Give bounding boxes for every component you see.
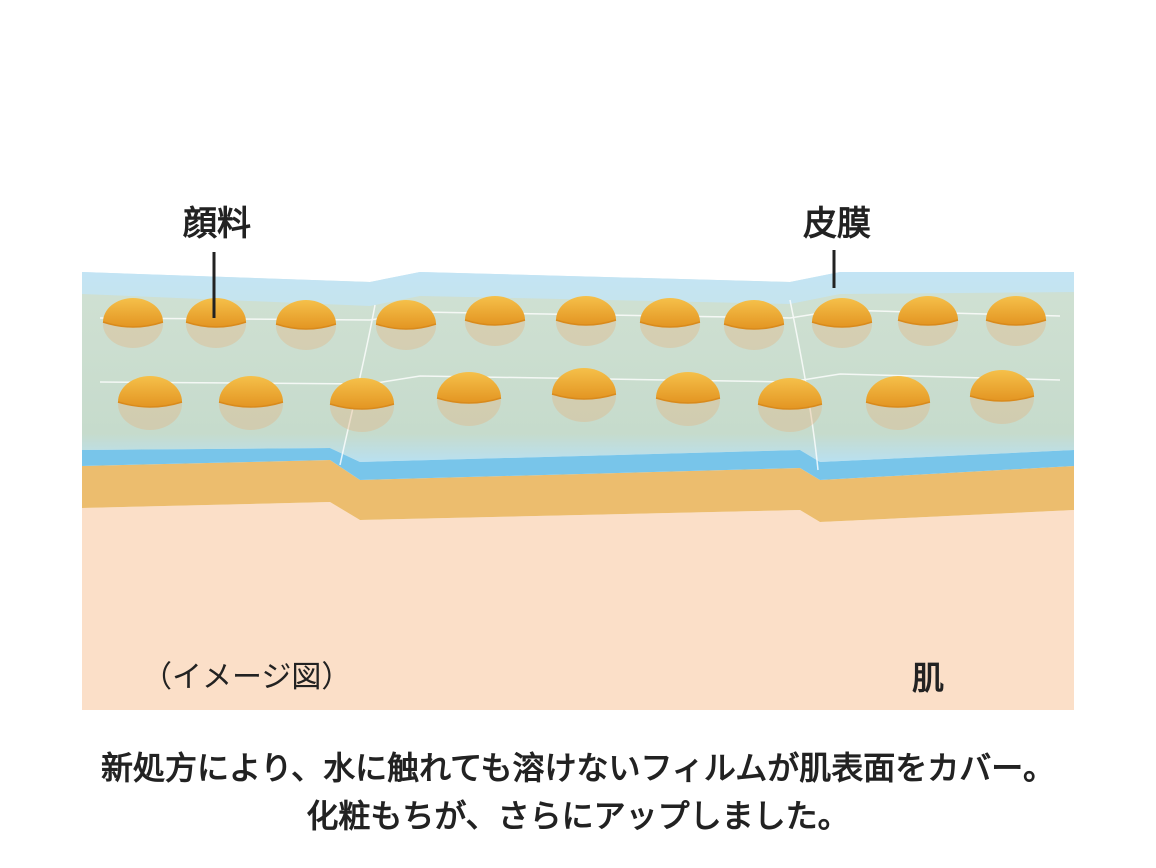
pigment-particle	[185, 298, 247, 348]
pigment-particle	[551, 368, 617, 422]
pigment-particle	[655, 372, 721, 426]
pigment-particle	[555, 296, 617, 346]
image-note-label: （イメージ図）	[142, 660, 352, 695]
pigment-particle	[865, 376, 931, 430]
pigment-particle	[969, 370, 1035, 424]
pigment-particle	[218, 376, 284, 430]
pigment-particle	[639, 298, 701, 348]
pigment-particle	[436, 372, 502, 426]
pigment-label: 顔料	[183, 204, 251, 244]
pigment-particle	[117, 376, 183, 430]
pigment-particle	[897, 296, 959, 346]
pigment-particle	[102, 298, 164, 348]
skin-surface-layer	[82, 460, 1074, 522]
pigment-particle	[464, 296, 526, 346]
pigment-particle	[985, 296, 1047, 346]
pigment-particle	[811, 298, 873, 348]
caption-line-2: 化粧もちが、さらにアップしました。	[306, 797, 850, 835]
pigment-particle	[275, 300, 337, 350]
film-label: 皮膜	[803, 204, 871, 244]
film-top-band	[82, 272, 1074, 306]
pigment-particle	[757, 378, 823, 432]
film-bottom-band	[82, 448, 1074, 480]
pigment-particle	[329, 378, 395, 432]
skin-label: 肌	[912, 659, 945, 697]
pigment-particles	[102, 296, 1047, 432]
pigment-particle	[375, 300, 437, 350]
skin-layer	[82, 502, 1074, 710]
caption-line-1: 新処方により、水に触れても溶けないフィルムが肌表面をカバー。	[101, 749, 1055, 787]
caption: 新処方により、水に触れても溶けないフィルムが肌表面をカバー。 化粧もちが、さらに…	[0, 744, 1156, 840]
pigment-particle	[723, 300, 785, 350]
